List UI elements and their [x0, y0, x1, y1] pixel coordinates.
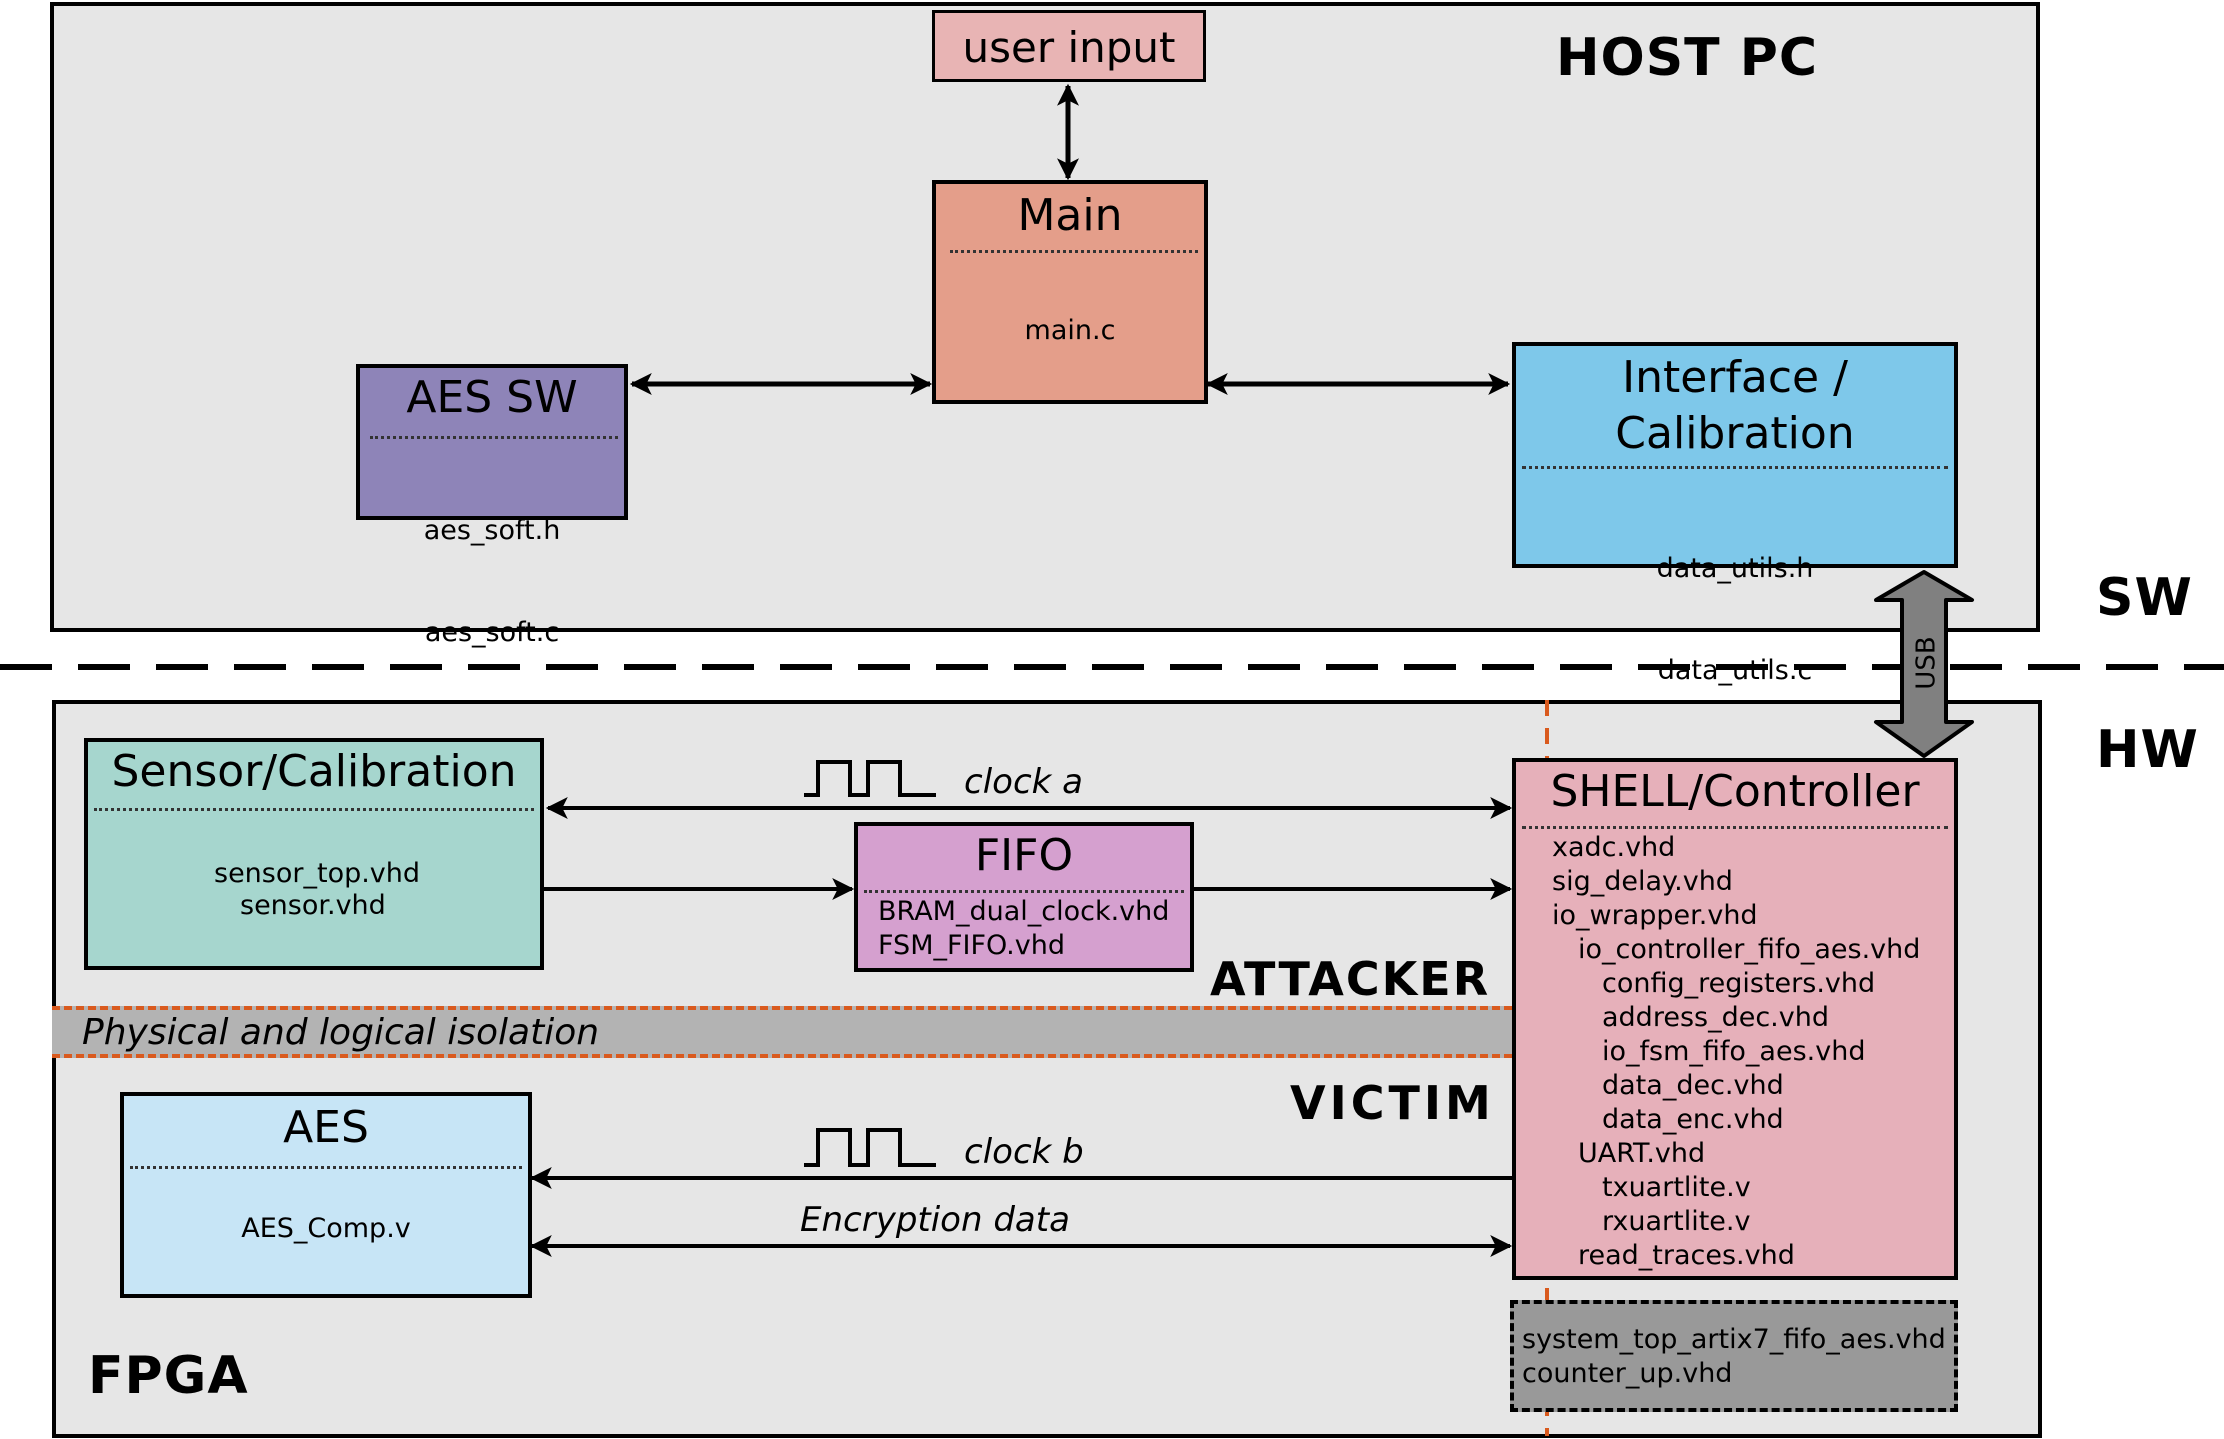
- sw-label: SW: [2096, 568, 2193, 628]
- file-fsm-fifo: FSM_FIFO.vhd: [878, 930, 1065, 961]
- file-sig-delay: sig_delay.vhd: [1552, 866, 1733, 897]
- system-top-box: system_top_artix7_fifo_aes.vhd counter_u…: [1510, 1300, 1958, 1412]
- file-io-wrapper: io_wrapper.vhd: [1552, 900, 1758, 931]
- sensor-divider: [94, 808, 534, 811]
- file-sensor: sensor.vhd: [240, 890, 386, 921]
- file-read-traces: read_traces.vhd: [1578, 1240, 1795, 1271]
- interface-calibration-box: Interface / Calibration data_utils.h dat…: [1512, 342, 1958, 686]
- usb-arrow: [1874, 570, 1974, 758]
- file-bram-dual-clock: BRAM_dual_clock.vhd: [878, 896, 1170, 927]
- file-data-utils-h: data_utils.h: [1656, 553, 1814, 584]
- file-txuartlite: txuartlite.v: [1602, 1172, 1751, 1203]
- file-counter-up: counter_up.vhd: [1522, 1358, 1733, 1389]
- shell-title: SHELL/Controller: [1550, 766, 1920, 817]
- file-xadc: xadc.vhd: [1552, 832, 1676, 863]
- interface-title-line2: Calibration: [1615, 408, 1855, 459]
- file-aes-soft-c: aes_soft.c: [424, 617, 560, 648]
- file-address-dec: address_dec.vhd: [1602, 1002, 1829, 1033]
- clock-b-label: clock b: [964, 1132, 1084, 1172]
- fifo-title: FIFO: [974, 830, 1074, 881]
- attacker-label: ATTACKER: [1210, 952, 1491, 1006]
- main-divider: [950, 250, 1198, 253]
- main-files: main.c: [936, 314, 1204, 348]
- file-rxuartlite: rxuartlite.v: [1602, 1206, 1751, 1237]
- aes-sw-divider: [370, 436, 618, 439]
- file-io-controller: io_controller_fifo_aes.vhd: [1578, 934, 1921, 965]
- clock-a-label: clock a: [964, 762, 1083, 802]
- aes-sw-box: AES SW aes_soft.h aes_soft.c: [356, 364, 628, 648]
- victim-label: VICTIM: [1290, 1076, 1495, 1130]
- main-box: Main main.c: [932, 180, 1208, 404]
- aes-divider: [130, 1166, 522, 1169]
- aes-title: AES: [283, 1102, 369, 1153]
- shell-divider: [1522, 826, 1948, 829]
- fifo-divider: [864, 890, 1184, 893]
- clock-b-waveform: [804, 1128, 936, 1167]
- isolation-label: Physical and logical isolation: [82, 1012, 600, 1053]
- fpga-label: FPGA: [88, 1346, 249, 1406]
- aes-box: AES AES_Comp.v: [120, 1092, 532, 1298]
- file-io-fsm-fifo-aes: io_fsm_fifo_aes.vhd: [1602, 1036, 1866, 1067]
- file-main-c: main.c: [1024, 315, 1116, 346]
- user-input-box: user input: [932, 10, 1206, 82]
- sensor-calibration-box: Sensor/Calibration sensor_top.vhd sensor…: [84, 738, 544, 970]
- shell-controller-box: SHELL/Controller xadc.vhd sig_delay.vhd …: [1512, 758, 1958, 1280]
- clock-a-waveform: [804, 760, 936, 797]
- hw-label: HW: [2096, 720, 2199, 780]
- file-aes-soft-h: aes_soft.h: [423, 515, 561, 546]
- file-config-registers: config_registers.vhd: [1602, 968, 1876, 999]
- fifo-box: FIFO BRAM_dual_clock.vhd FSM_FIFO.vhd: [854, 822, 1194, 972]
- encryption-data-label: Encryption data: [800, 1200, 1070, 1240]
- file-aes-comp: AES_Comp.v: [241, 1213, 411, 1244]
- interface-divider: [1522, 466, 1948, 469]
- aes-files: AES_Comp.v: [124, 1212, 528, 1246]
- file-sensor-top: sensor_top.vhd: [214, 858, 421, 889]
- file-data-enc: data_enc.vhd: [1602, 1104, 1784, 1135]
- file-data-dec: data_dec.vhd: [1602, 1070, 1784, 1101]
- interface-files: data_utils.h data_utils.c: [1516, 484, 1954, 756]
- host-pc-label: HOST PC: [1556, 28, 1819, 88]
- isolation-band: Physical and logical isolation: [52, 1006, 1512, 1058]
- aes-sw-title: AES SW: [406, 372, 578, 423]
- aes-sw-files: aes_soft.h aes_soft.c: [360, 446, 624, 718]
- sensor-title: Sensor/Calibration: [111, 746, 517, 797]
- interface-title-line1: Interface /: [1622, 352, 1848, 403]
- file-system-top: system_top_artix7_fifo_aes.vhd: [1522, 1324, 1946, 1355]
- main-title: Main: [1017, 190, 1123, 241]
- file-data-utils-c: data_utils.c: [1657, 655, 1813, 686]
- file-uart: UART.vhd: [1578, 1138, 1706, 1169]
- user-input-label: user input: [962, 23, 1176, 72]
